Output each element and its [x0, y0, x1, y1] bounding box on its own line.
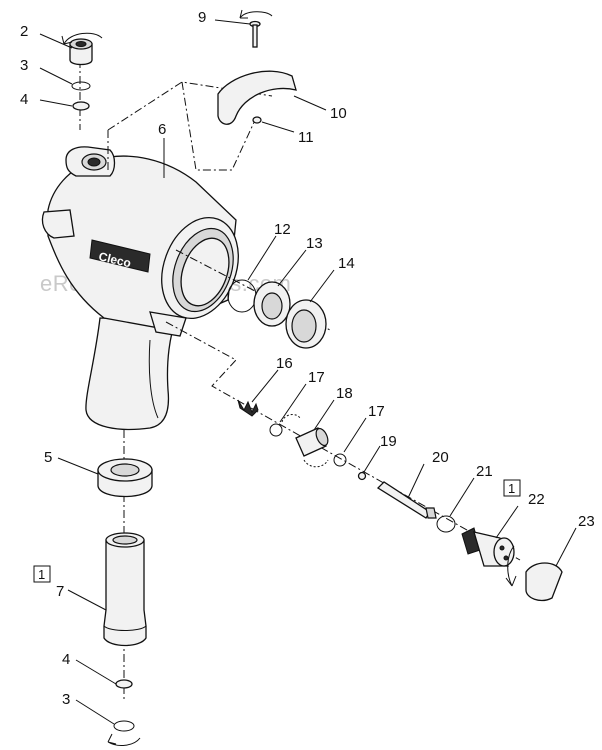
- callout-3: 3: [20, 57, 28, 74]
- callout-4-bottom: 4: [62, 651, 70, 668]
- part-23-cover: [525, 562, 563, 602]
- part-20-shaft: [376, 481, 437, 519]
- callout-13: 13: [306, 235, 323, 252]
- part-13-plate: [253, 281, 291, 327]
- part-4-washer: [72, 101, 90, 111]
- part-3-ring: [71, 81, 91, 91]
- part-9-screw: [249, 20, 261, 48]
- callout-19: 19: [380, 433, 397, 450]
- part-17-oring-a: [269, 423, 283, 437]
- callout-11: 11: [298, 129, 314, 146]
- part-2-cap: [69, 38, 93, 66]
- callout-23: 23: [578, 513, 595, 530]
- callout-6: 6: [158, 121, 166, 138]
- callouts: 2 3 4 9 10 11 6 12 13 14 16 17 18 17 19 …: [20, 9, 595, 708]
- assembly-line-valve: [165, 321, 521, 561]
- callout-20: 20: [432, 449, 449, 466]
- rotation-arrow-regulator: [505, 545, 517, 587]
- callout-17a: 17: [308, 369, 325, 386]
- callout-7: 7: [56, 583, 64, 600]
- callout-2: 2: [20, 23, 28, 40]
- rotation-arrow-top: [61, 32, 103, 45]
- housing-part: Cleco: [41, 146, 239, 431]
- leader-lines: [39, 19, 577, 725]
- callout-17b: 17: [368, 403, 385, 420]
- callout-22: 22: [528, 491, 545, 508]
- reference-box-inlet: 1: [33, 565, 51, 583]
- part-18-valve: [281, 414, 329, 468]
- rotation-arrow-bottom: [107, 733, 141, 746]
- callout-4: 4: [20, 91, 28, 108]
- part-16-spring: [237, 399, 259, 417]
- rotation-arrow-screw: [239, 9, 273, 19]
- part-17-oring-b: [333, 453, 347, 467]
- part-22-regulator: [461, 527, 515, 567]
- part-21-oring: [436, 515, 456, 533]
- reference-box-regulator: 1: [503, 479, 521, 497]
- part-5-spacer: [97, 458, 153, 498]
- part-14-ring: [285, 299, 327, 349]
- part-3-ring-bottom: [113, 720, 135, 732]
- callout-21: 21: [476, 463, 493, 480]
- callout-3-bottom: 3: [62, 691, 70, 708]
- part-10-lever: [217, 70, 297, 125]
- callout-12: 12: [274, 221, 291, 238]
- part-7-inlet: [103, 532, 147, 647]
- callout-10: 10: [330, 105, 347, 122]
- reference-mark-regulator: 1: [508, 481, 515, 496]
- callout-9: 9: [198, 9, 206, 26]
- part-4-washer-bottom: [115, 679, 133, 689]
- reference-mark-inlet: 1: [38, 567, 45, 582]
- callout-14: 14: [338, 255, 355, 272]
- callout-18: 18: [336, 385, 353, 402]
- part-19-ball: [357, 471, 367, 481]
- callout-16: 16: [276, 355, 293, 372]
- part-11-pin: [252, 116, 262, 124]
- callout-5: 5: [44, 449, 52, 466]
